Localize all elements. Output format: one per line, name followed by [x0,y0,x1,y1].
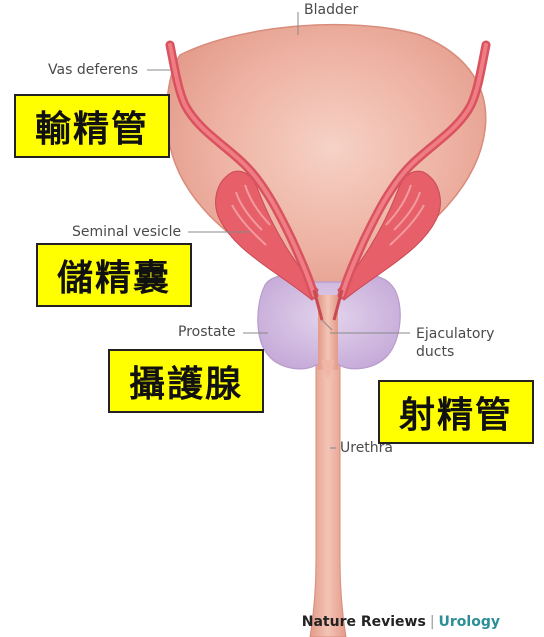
journal-name: Urology [438,614,500,630]
annotation-ejaculatory-duct: 射精管 [378,380,534,444]
annotation-vas-deferens: 輸精管 [14,94,170,158]
leader-lines [147,12,410,449]
label-prostate: Prostate [178,324,236,340]
publisher-name: Nature Reviews [301,614,426,630]
annotation-seminal-vesicle: 儲精囊 [36,243,192,307]
prostatic-urethra [318,295,338,370]
ejaculatory-ducts [312,289,344,321]
label-ejaculatory-ducts-line2: ducts [416,344,455,360]
annotation-prostate: 攝護腺 [108,349,264,413]
label-seminal-vesicle: Seminal vesicle [72,224,182,240]
label-bladder: Bladder [304,2,359,18]
label-vas-deferens: Vas deferens [48,62,139,78]
label-urethra: Urethra [340,440,394,456]
journal-credit: Nature Reviews|Urology [302,614,500,630]
bladder-shape [166,23,487,301]
urethra-shape [309,299,347,637]
label-ejaculatory-ducts-line1: Ejaculatory [416,326,495,342]
credit-separator: | [429,614,435,630]
